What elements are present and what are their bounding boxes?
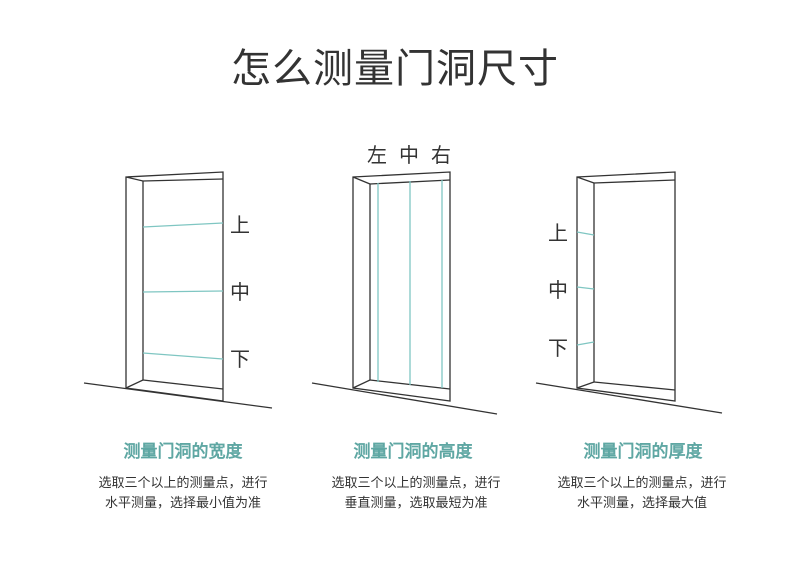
height-description: 选取三个以上的测量点，进行 垂直测量，选取最短为准 bbox=[296, 474, 536, 514]
frame-top-edge bbox=[576, 176, 595, 184]
frame-sill-edge bbox=[352, 379, 371, 389]
label-bottom: 下 bbox=[548, 336, 568, 360]
floor-line bbox=[535, 382, 723, 414]
frame-top-edge bbox=[352, 176, 371, 185]
measure-line-bottom bbox=[142, 352, 224, 360]
door-frame bbox=[352, 171, 451, 402]
door-frame bbox=[125, 171, 224, 402]
measure-line-top bbox=[142, 222, 224, 228]
label-bottom: 下 bbox=[230, 347, 250, 371]
door-width-diagram bbox=[83, 171, 273, 409]
frame-inner-bottom bbox=[142, 379, 224, 390]
door-height-diagram bbox=[311, 171, 498, 415]
width-description: 选取三个以上的测量点，进行 水平测量，选择最小值为准 bbox=[63, 474, 303, 514]
measure-line-bottom bbox=[576, 341, 595, 346]
height-desc-line1: 选取三个以上的测量点，进行 bbox=[331, 476, 501, 491]
frame-sill-edge bbox=[125, 379, 144, 389]
floor-line bbox=[311, 382, 498, 415]
frame-inner-top bbox=[142, 178, 224, 182]
page-title: 怎么测量门洞尺寸 bbox=[231, 46, 559, 92]
width-desc-line2: 水平测量，选择最小值为准 bbox=[104, 496, 261, 511]
thickness-panel-title: 测量门洞的厚度 bbox=[583, 442, 703, 462]
thickness-description: 选取三个以上的测量点，进行 水平测量，选择最大值 bbox=[522, 474, 762, 514]
label-middle: 中 bbox=[548, 278, 568, 302]
door-thickness-diagram bbox=[535, 171, 723, 414]
label-left: 左 bbox=[367, 143, 387, 167]
label-center: 中 bbox=[399, 143, 419, 167]
frame-inner-bottom bbox=[593, 381, 676, 391]
frame-sill-edge bbox=[576, 381, 595, 389]
label-middle: 中 bbox=[230, 280, 250, 304]
label-top: 上 bbox=[548, 221, 568, 245]
label-top: 上 bbox=[230, 213, 250, 237]
thickness-desc-line2: 水平测量，选择最大值 bbox=[576, 496, 707, 511]
label-right: 右 bbox=[431, 143, 451, 167]
measure-line-top bbox=[576, 231, 595, 236]
height-desc-line2: 垂直测量，选取最短为准 bbox=[344, 496, 488, 511]
door-frame bbox=[576, 171, 676, 402]
measure-line-middle bbox=[142, 290, 224, 293]
thickness-desc-line1: 选取三个以上的测量点，进行 bbox=[557, 476, 727, 491]
width-desc-line1: 选取三个以上的测量点，进行 bbox=[98, 476, 268, 491]
width-panel-title: 测量门洞的宽度 bbox=[123, 442, 243, 462]
measure-line-middle bbox=[576, 286, 595, 290]
frame-inner-top bbox=[593, 179, 676, 184]
height-panel-title: 测量门洞的高度 bbox=[353, 442, 473, 462]
frame-top-edge bbox=[125, 176, 144, 182]
